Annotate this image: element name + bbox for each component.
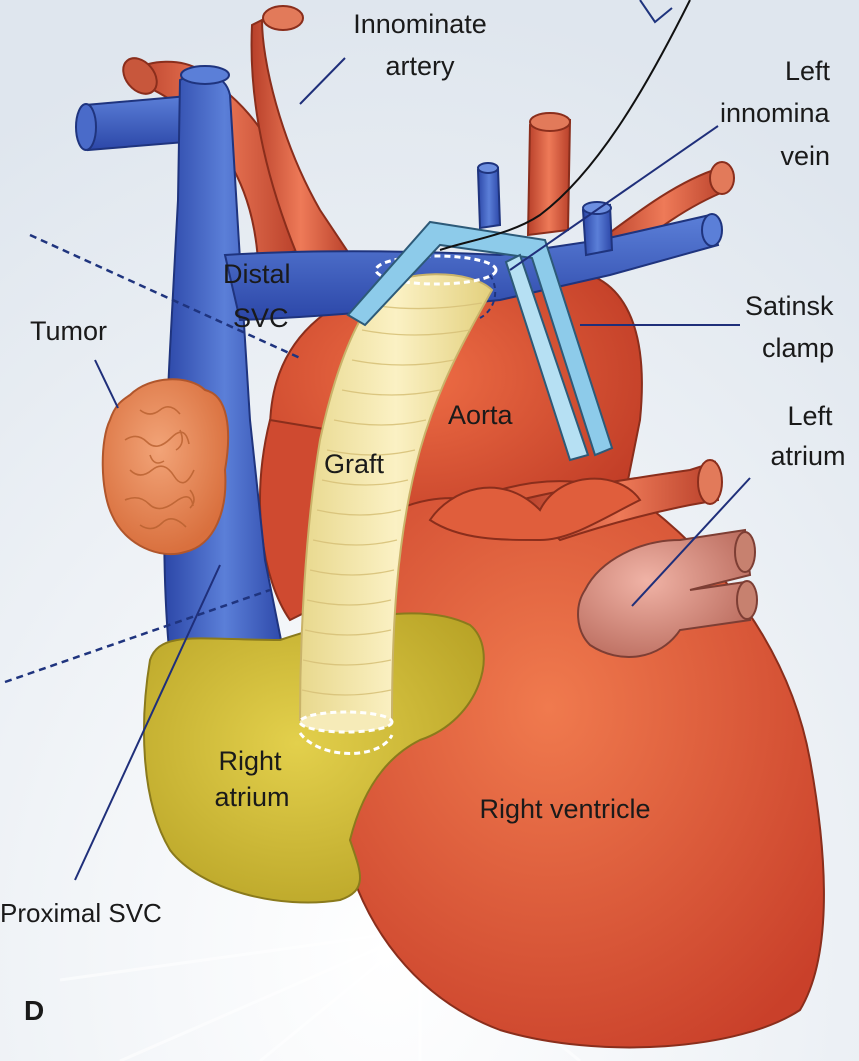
label-proximal-svc: Proximal SVC [0, 898, 162, 928]
aortic-root [428, 477, 642, 542]
label-right-atrium-2: atrium [214, 782, 289, 812]
labels: Innominate artery Left innomina vein Tum… [0, 9, 846, 1026]
graft [298, 254, 498, 755]
label-innominate-artery-1: Innominate [353, 9, 487, 39]
label-left-innominate-vein-1: Left [785, 56, 831, 86]
label-tumor: Tumor [30, 316, 107, 346]
label-aorta: Aorta [448, 400, 514, 430]
label-left-atrium-1: Left [787, 401, 833, 431]
leader-lines [74, 57, 751, 881]
label-satinsky-clamp-1: Satinsk [745, 291, 834, 321]
tumor [101, 378, 230, 556]
label-innominate-artery-2: artery [385, 51, 455, 81]
label-graft: Graft [324, 449, 385, 479]
pulmonary-vessel-end [697, 459, 723, 505]
label-right-atrium-1: Right [218, 746, 282, 776]
label-right-ventricle: Right ventricle [479, 794, 650, 824]
label-satinsky-clamp-2: clamp [762, 333, 834, 363]
leader-innominate-artery [299, 57, 346, 105]
guide-corner [639, 0, 673, 24]
leader-proximal-svc [74, 564, 221, 881]
left-atrium [577, 528, 758, 658]
label-left-innominate-vein-3: vein [780, 141, 830, 171]
leader-left-innominate-vein [509, 125, 719, 271]
satinsky-clamp [346, 220, 614, 462]
leader-tumor [94, 359, 119, 409]
resection-lines [4, 233, 301, 684]
label-distal-svc-1: Distal [223, 259, 291, 289]
panel-letter: D [24, 995, 44, 1026]
label-left-innominate-vein-2: innomina [720, 98, 831, 128]
label-left-atrium-2: atrium [770, 441, 845, 471]
leader-left-atrium [631, 477, 751, 607]
label-distal-svc-2: SVC [233, 303, 289, 333]
guide-line [439, 0, 691, 251]
